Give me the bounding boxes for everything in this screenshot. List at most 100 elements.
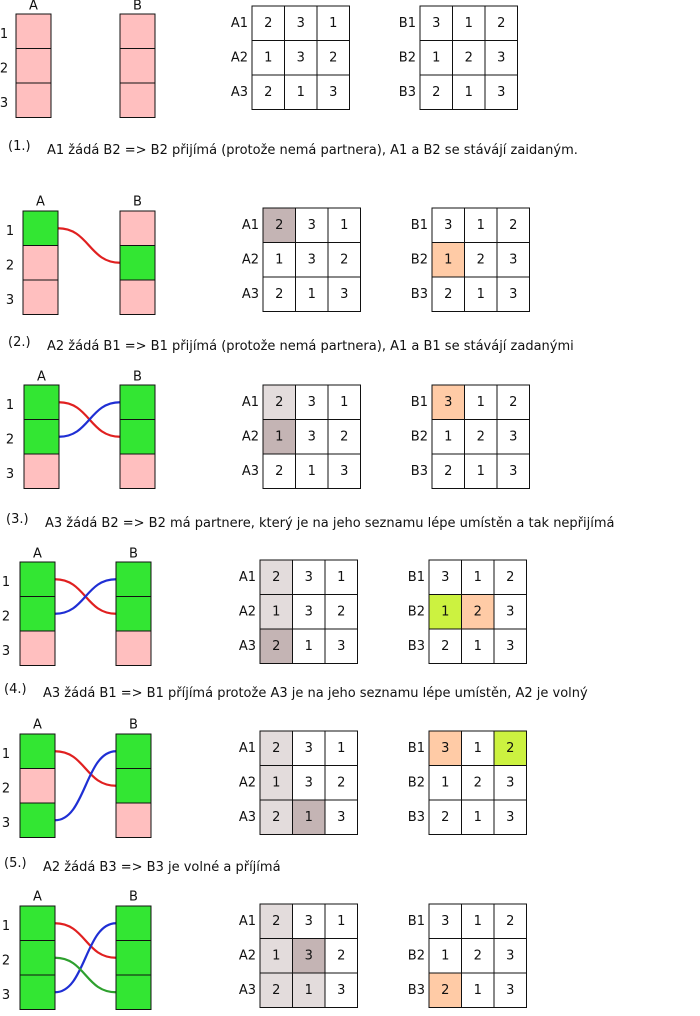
table-row-label: B1 [408,741,425,756]
table-cell-value: 1 [444,252,452,267]
table-cell-value: 1 [474,639,482,654]
table-cell-value: 3 [444,395,452,410]
table-cell-value: 1 [272,775,280,790]
table-cell-value: 1 [465,85,473,100]
table-cell [324,628,358,664]
table-cell-value: 2 [264,16,272,31]
column-header-b: B [129,718,138,733]
table-row-label: A3 [239,983,256,998]
table-cell-value: 1 [340,218,348,233]
table-cell-value: 3 [297,50,305,65]
table-cell [464,207,498,243]
row-number: 1 [2,747,10,762]
table-cell-value: 1 [308,464,316,479]
table-cell [292,938,326,974]
table-cell-value: 3 [305,604,313,619]
table-cell [496,453,530,489]
table-cell [461,765,495,801]
table-cell [292,628,326,664]
table-row-label: B2 [408,775,425,790]
b-node-2 [119,48,156,84]
table-cell-value: 2 [275,287,283,302]
table-cell-value: 1 [477,287,485,302]
table-cell-value: 2 [340,252,348,267]
match-edge [54,922,117,994]
table-row-label: B1 [411,218,428,233]
table-cell-value: 1 [264,50,272,65]
table-cell-value: 1 [474,914,482,929]
table-cell [262,207,296,243]
table-cell-value: 3 [305,741,313,756]
table-cell [452,5,486,41]
table-cell-value: 2 [444,287,452,302]
table-row-label: B3 [411,464,428,479]
table-cell-value: 2 [441,983,449,998]
table-cell-value: 2 [272,983,280,998]
table-row-label: A2 [239,775,256,790]
a-node-2 [19,940,56,976]
table-row-label: A1 [239,914,256,929]
row-number: 3 [2,644,10,659]
table-cell-value: 1 [474,983,482,998]
table-row-label: A1 [242,395,259,410]
table-cell-value: 3 [506,983,514,998]
table-row-label: A1 [242,218,259,233]
table-cell-value: 1 [297,85,305,100]
table-cell-value: 1 [308,287,316,302]
table-cell [327,419,361,455]
step-number: (3.) [6,512,29,527]
a-node-2 [22,245,59,281]
table-cell [262,276,296,312]
table-cell [295,207,329,243]
match-edge [54,750,117,787]
a-node-3 [23,453,60,489]
table-cell [496,242,530,278]
table-cell [496,384,530,420]
column-header-a: A [36,195,45,210]
table-cell [327,242,361,278]
table-cell-value: 3 [340,464,348,479]
table-cell-value: 3 [305,570,313,585]
table-cell [461,628,495,664]
table-cell [324,765,358,801]
table-cell-value: 1 [441,604,449,619]
column-header-a: A [33,718,42,733]
column-header-a: A [33,547,42,562]
table-cell [259,799,293,835]
table-row-label: A1 [239,741,256,756]
b-node-2 [119,419,156,455]
row-number: 3 [0,96,8,111]
row-number: 2 [2,953,10,968]
b-node-2 [115,768,152,804]
table-cell [493,972,527,1008]
table-cell-value: 3 [337,639,345,654]
step-number: (1.) [8,139,31,154]
table-cell-value: 1 [474,810,482,825]
table-row-label: B3 [411,287,428,302]
table-cell [484,40,518,76]
table-cell [251,5,285,41]
match-edge [58,401,121,438]
table-cell-value: 3 [308,395,316,410]
step-caption: A3 žádá B2 => B2 má partnere, který je n… [45,516,615,531]
table-cell [452,74,486,110]
table-cell [461,730,495,766]
table-cell [419,5,453,41]
table-cell-value: 2 [509,395,517,410]
table-cell [295,453,329,489]
row-number: 2 [2,609,10,624]
table-cell-value: 3 [441,914,449,929]
table-cell-value: 3 [305,948,313,963]
table-cell [496,276,530,312]
table-cell-value: 3 [509,287,517,302]
table-cell-value: 1 [474,570,482,585]
